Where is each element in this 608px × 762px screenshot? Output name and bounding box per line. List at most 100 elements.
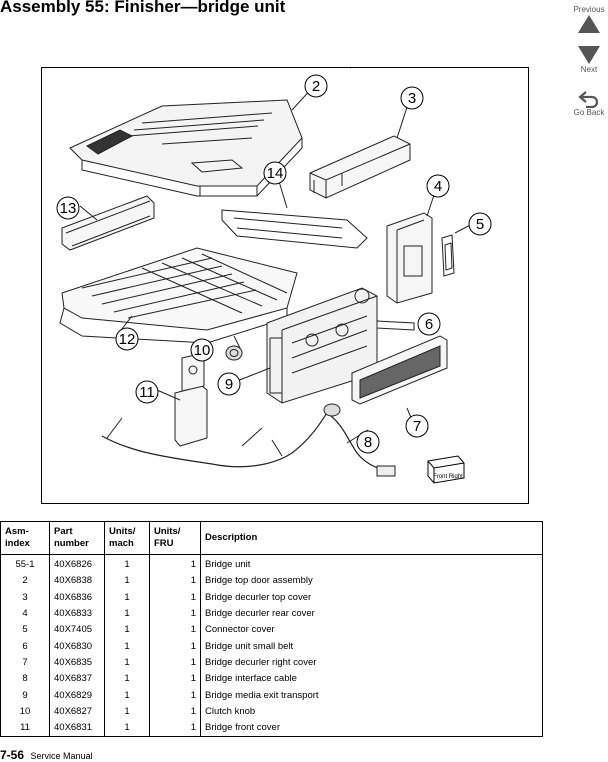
table-cell: 5: [0, 622, 50, 639]
callout-label: 13: [60, 200, 77, 217]
table-cell: Bridge top door assembly: [200, 573, 543, 590]
table-cell: 1: [149, 719, 201, 738]
previous-label: Previous: [573, 5, 605, 14]
table-cell: 1: [104, 654, 150, 672]
table-cell: 1: [104, 622, 150, 639]
callout-label: 2: [312, 78, 320, 95]
table-cell: 40X6836: [49, 589, 105, 606]
table-cell: 1: [149, 703, 201, 720]
table-cell: 1: [149, 687, 201, 704]
callout-label: 9: [225, 376, 233, 393]
column-header: Units/ FRU: [149, 521, 201, 555]
table-cell: 1: [104, 671, 150, 688]
callout-label: 8: [364, 434, 372, 451]
table-cell: 1: [104, 638, 150, 655]
table-cell: Bridge media exit transport: [200, 687, 543, 704]
table-cell: 7: [0, 654, 50, 672]
table-cell: 1: [149, 605, 201, 623]
previous-button[interactable]: Previous: [570, 5, 608, 34]
next-button[interactable]: Next: [570, 45, 608, 74]
column-header: Description: [200, 521, 543, 555]
go-back-label: Go Back: [573, 108, 605, 117]
table-cell: 1: [149, 554, 201, 574]
table-cell: 2: [0, 573, 50, 590]
table-cell: 1: [104, 703, 150, 720]
table-cell: 1: [149, 671, 201, 688]
table-cell: Bridge front cover: [200, 719, 543, 738]
triangle-down-icon: [578, 46, 600, 64]
exploded-diagram: 1 2 3 4 5 6 7 8 9 10 11 12 13 14 Front R…: [41, 67, 529, 504]
table-cell: 1: [149, 573, 201, 590]
table-cell: 6: [0, 638, 50, 655]
table-cell: 40X7405: [49, 622, 105, 639]
exploded-diagram-drawing: 1 2 3 4 5 6 7 8 9 10 11 12 13 14 Front R…: [56, 68, 492, 484]
table-cell: 40X6837: [49, 671, 105, 688]
return-arrow-icon: [578, 91, 599, 108]
callout-label: 12: [119, 331, 136, 348]
table-cell: 55-1: [0, 554, 50, 574]
table-cell: 40X6829: [49, 687, 105, 704]
table-cell: 40X6833: [49, 605, 105, 623]
callout-label: 3: [408, 90, 416, 107]
table-cell: Clutch knob: [200, 703, 543, 720]
table-cell: 1: [149, 589, 201, 606]
page-number: 7-56: [0, 748, 25, 762]
table-cell: Bridge decurler right cover: [200, 654, 543, 672]
table-cell: 40X6831: [49, 719, 105, 738]
callout-label: 5: [476, 216, 484, 233]
table-cell: 3: [0, 589, 50, 606]
column-header: Part number: [49, 521, 105, 555]
table-cell: 40X6838: [49, 573, 105, 590]
table-cell: 1: [104, 573, 150, 590]
table-cell: 4: [0, 605, 50, 623]
table-cell: 1: [104, 687, 150, 704]
page-title: Assembly 55: Finisher—bridge unit: [0, 0, 286, 16]
table-cell: 40X6830: [49, 638, 105, 655]
page-footer: 7-56 Service Manual: [0, 748, 93, 762]
callout-label: 11: [139, 384, 155, 401]
table-cell: Bridge decurler rear cover: [200, 605, 543, 623]
table-cell: 9: [0, 687, 50, 704]
next-label: Next: [580, 65, 598, 74]
callout-label: 7: [413, 418, 421, 435]
table-cell: Bridge unit small belt: [200, 638, 543, 655]
manual-name: Service Manual: [30, 751, 93, 761]
triangle-up-icon: [578, 15, 600, 33]
table-cell: 8: [0, 671, 50, 688]
table-cell: 1: [149, 638, 201, 655]
table-cell: 1: [104, 605, 150, 623]
table-cell: 1: [104, 589, 150, 606]
column-header: Asm- index: [0, 521, 50, 555]
table-cell: 1: [104, 719, 150, 738]
go-back-button[interactable]: Go Back: [570, 90, 608, 117]
table-cell: 11: [0, 719, 50, 738]
callout-label: 10: [194, 342, 211, 359]
table-cell: 1: [104, 554, 150, 574]
table-cell: 40X6827: [49, 703, 105, 720]
table-cell: Bridge decurler top cover: [200, 589, 543, 606]
table-cell: Connector cover: [200, 622, 543, 639]
column-header: Units/ mach: [104, 521, 150, 555]
callout-label: 4: [434, 178, 442, 195]
table-cell: 1: [149, 654, 201, 672]
front-right-label: Front Right: [433, 474, 463, 480]
table-cell: Bridge unit: [200, 554, 543, 574]
callout-label: 14: [267, 165, 284, 182]
table-cell: 40X6835: [49, 654, 105, 672]
table-cell: Bridge interface cable: [200, 671, 543, 688]
callout-label: 6: [425, 316, 433, 333]
